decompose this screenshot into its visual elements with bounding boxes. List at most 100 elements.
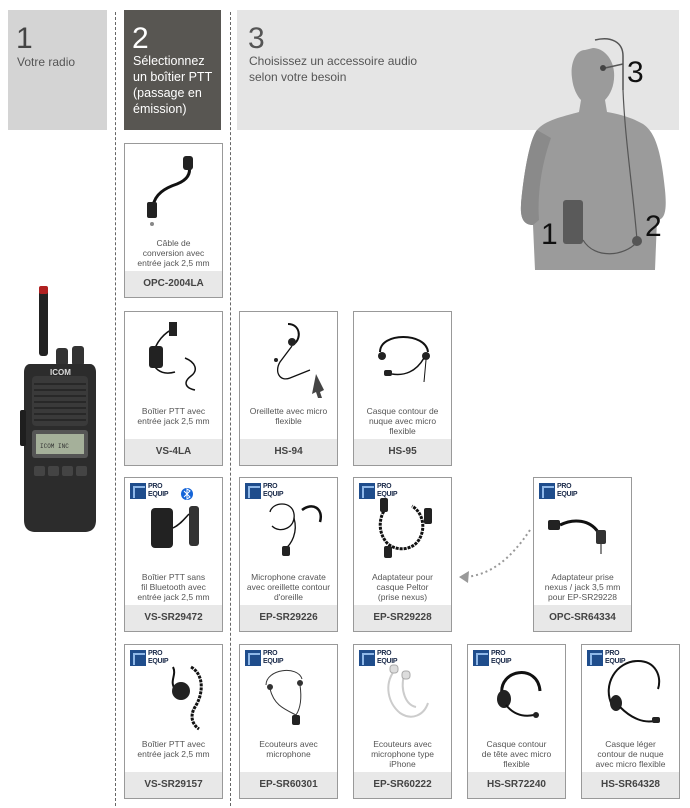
silhouette-label-1: 1 xyxy=(541,218,558,251)
product-code: OPC-SR64334 xyxy=(534,605,631,631)
coiled-cable-adapter-icon xyxy=(378,498,432,558)
product-label: Boîtier PTT sans fil Bluetooth avec entr… xyxy=(127,572,220,602)
nexus-jack-adapter-icon xyxy=(548,519,606,554)
product-label: Casque contour de tête avec micro flexib… xyxy=(470,739,563,769)
label-line: Microphone cravate xyxy=(251,572,326,582)
logo-text: EQUIP xyxy=(263,658,284,665)
label-line: pour EP-SR29228 xyxy=(548,592,617,602)
icom-radio-image[interactable]: ICOM ICOM INC xyxy=(20,280,100,540)
logo-text: PRO xyxy=(263,483,278,490)
product-card-hs-94[interactable]: Oreillette avec micro flexible HS-94 xyxy=(239,311,338,466)
product-label: Boîtier PTT avec entrée jack 2,5 mm xyxy=(127,406,220,426)
label-line: flexible xyxy=(389,426,416,436)
product-label: Adaptateur prise nexus / jack 3,5 mm pou… xyxy=(536,572,629,602)
logo-text: PRO xyxy=(491,650,506,657)
product-code: EP-SR29228 xyxy=(354,605,451,631)
label-line: Boîtier PTT avec xyxy=(141,739,206,749)
logo-text: EQUIP xyxy=(605,658,626,665)
label-line: Adaptateur prise xyxy=(551,572,614,582)
label-line: avec oreillette contour xyxy=(246,582,331,592)
label-line: fil Bluetooth avec xyxy=(141,582,206,592)
product-card-vs-4la[interactable]: Boîtier PTT avec entrée jack 2,5 mm VS-4… xyxy=(124,311,223,466)
label-line: nuque avec micro xyxy=(368,416,437,426)
dotted-arrow-icon xyxy=(459,529,531,583)
step-number: 3 xyxy=(248,22,265,55)
label-line: flexible xyxy=(503,759,530,769)
step-2-header: 2 Sélectionnez un boîtier PTT (passage e… xyxy=(124,10,221,130)
label-line: entrée jack 2,5 mm xyxy=(137,258,210,268)
label-line: Oreillette avec micro xyxy=(249,406,328,416)
label-line: conversion avec xyxy=(142,248,205,258)
logo-text: PRO xyxy=(377,650,392,657)
neckband-headset-icon xyxy=(378,336,430,383)
step-text: Choisissez un accessoire audio selon vot… xyxy=(249,53,417,85)
step-1-header: 1 Votre radio xyxy=(8,10,107,130)
logo-text: EQUIP xyxy=(377,491,398,498)
person-silhouette-icon xyxy=(520,38,666,270)
column-separator xyxy=(230,12,231,806)
logo-text: PRO xyxy=(377,483,392,490)
label-line: iPhone xyxy=(389,759,416,769)
logo-text: PRO xyxy=(557,483,572,490)
product-card-opc-2004la[interactable]: Câble de conversion avec entrée jack 2,5… xyxy=(124,143,223,298)
product-label: Ecouteurs avec microphone xyxy=(242,739,335,759)
product-label: Boîtier PTT avec entrée jack 2,5 mm xyxy=(127,739,220,759)
label-line: de tête avec micro xyxy=(481,749,552,759)
label-line: avec micro flexible xyxy=(595,759,666,769)
product-code: EP-SR60301 xyxy=(240,772,337,798)
step-number: 2 xyxy=(132,22,149,55)
label-line: Adaptateur pour xyxy=(372,572,433,582)
label-line: entrée jack 2,5 mm xyxy=(137,592,210,602)
product-code: EP-SR60222 xyxy=(354,772,451,798)
label-line: Ecouteurs avec xyxy=(259,739,318,749)
product-code: OPC-2004LA xyxy=(125,271,222,297)
product-label: Ecouteurs avec microphone type iPhone xyxy=(356,739,449,769)
label-line: entrée jack 2,5 mm xyxy=(137,416,210,426)
product-code: VS-SR29157 xyxy=(125,772,222,798)
label-line: entrée jack 2,5 mm xyxy=(137,749,210,759)
label-line: Câble de xyxy=(156,238,191,248)
product-label: Adaptateur pour casque Peltor (prise nex… xyxy=(356,572,449,602)
label-line: Casque contour xyxy=(486,739,547,749)
step-text-line: émission) xyxy=(133,102,187,116)
product-code: HS-SR72240 xyxy=(468,772,565,798)
product-code: VS-SR29472 xyxy=(125,605,222,631)
step-text-line: Choisissez un accessoire audio xyxy=(249,54,418,68)
step-text-line: un boîtier PTT xyxy=(133,70,213,84)
product-label: Câble de conversion avec entrée jack 2,5… xyxy=(127,238,220,268)
step-text-line: Sélectionnez xyxy=(133,54,205,68)
bluetooth-ptt-icon xyxy=(151,488,199,548)
column-separator xyxy=(115,12,116,806)
product-label: Casque contour de nuque avec micro flexi… xyxy=(356,406,449,436)
product-label: Oreillette avec micro flexible xyxy=(242,406,335,426)
label-line: casque Peltor xyxy=(376,582,429,592)
logo-text: EQUIP xyxy=(377,658,398,665)
label-line: Casque léger xyxy=(605,739,656,749)
silhouette-label-3: 3 xyxy=(627,56,644,89)
step-text: Votre radio xyxy=(17,55,76,69)
product-code: EP-SR29226 xyxy=(240,605,337,631)
logo-text: EQUIP xyxy=(491,658,512,665)
iphone-earphones-icon xyxy=(387,664,429,718)
step-text-line: (passage en xyxy=(133,86,202,100)
logo-text: PRO xyxy=(148,650,163,657)
label-line: contour de nuque xyxy=(597,749,664,759)
product-card-hs-95[interactable]: Casque contour de nuque avec micro flexi… xyxy=(353,311,452,466)
step-text: Sélectionnez un boîtier PTT (passage en … xyxy=(133,53,212,117)
logo-text: EQUIP xyxy=(148,658,169,665)
